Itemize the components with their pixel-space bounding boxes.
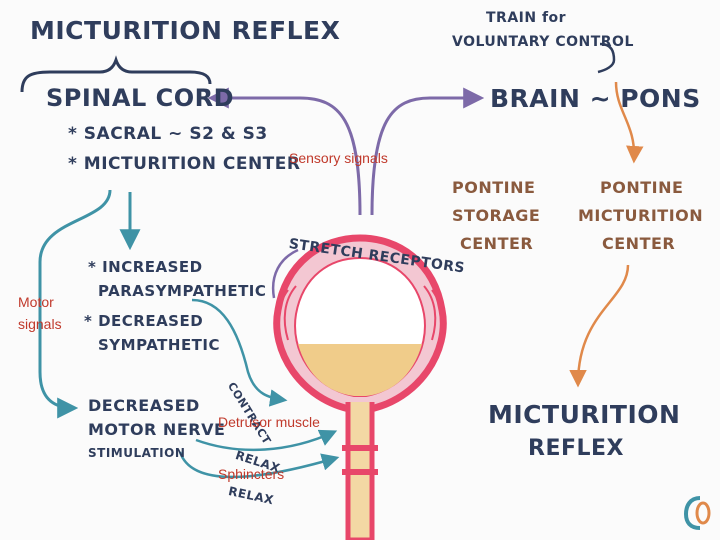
increased-label: * INCREASED: [88, 258, 203, 276]
decreased-label: * DECREASED: [84, 312, 204, 330]
sensory-arrow-brain: [370, 87, 485, 216]
control-bracket: [597, 42, 616, 74]
teal-arrow-relax2: [178, 451, 340, 479]
pontine-storage-line3: CENTER: [460, 234, 534, 253]
bladder-illustration: [273, 234, 447, 540]
logo-icon: [683, 496, 711, 530]
pontine-micturition-line3: CENTER: [602, 234, 676, 253]
pontine-storage-line1: PONTINE: [452, 178, 536, 197]
teal-arrow-motor: [38, 189, 112, 419]
micturition-center-item: * MICTURITION CENTER: [68, 154, 301, 174]
teal-arrow-relax1: [195, 429, 338, 452]
pontine-storage-line2: STORAGE: [452, 206, 541, 225]
decreased-motor-line1: DECREASED: [88, 396, 200, 415]
stretch-mark-right-2: [431, 289, 445, 353]
outcome-line1: MICTURITION: [488, 400, 681, 429]
outcome-line2: REFLEX: [528, 436, 625, 461]
stretch-mark-left-1: [283, 285, 297, 341]
bladder-urine: [298, 344, 422, 396]
pontine-micturition-line1: PONTINE: [600, 178, 684, 197]
sensory-arrow-spinal: [207, 87, 362, 216]
orange-arrow-pontine: [614, 81, 644, 164]
voluntary-control-label: VOLUNTARY CONTROL: [452, 34, 634, 50]
sphincters-note: Sphincters: [218, 466, 285, 482]
title: MICTURITION REFLEX: [30, 16, 341, 45]
motor-signals-note-line2: signals: [18, 316, 62, 332]
sensory-signals-note: Sensory signals: [289, 150, 388, 166]
stretch-arc-left: [271, 248, 299, 299]
teal-arrow-contract: [191, 298, 288, 407]
stretch-mark-right-1: [423, 285, 437, 341]
orange-arrow-reflex: [569, 264, 630, 388]
motor-signals-note-line1: Motor: [18, 294, 54, 310]
sacral-item: * SACRAL ~ S2 & S3: [68, 124, 268, 144]
sympathetic-label: SYMPATHETIC: [98, 336, 221, 354]
detrusor-muscle-note: Detrusor muscle: [218, 414, 320, 430]
pontine-micturition-line2: MICTURITION: [578, 206, 704, 225]
title-bracket: [20, 55, 212, 93]
spinal-cord-heading: SPINAL CORD: [46, 84, 235, 112]
brain-pons-label: BRAIN ~ PONS: [490, 84, 701, 113]
train-label: TRAIN for: [486, 10, 567, 26]
stretch-mark-left-2: [275, 289, 289, 353]
decreased-motor-line2: MOTOR NERVE: [88, 420, 226, 439]
parasympathetic-label: PARASYMPATHETIC: [98, 282, 267, 300]
decreased-motor-line3: STIMULATION: [88, 446, 186, 460]
